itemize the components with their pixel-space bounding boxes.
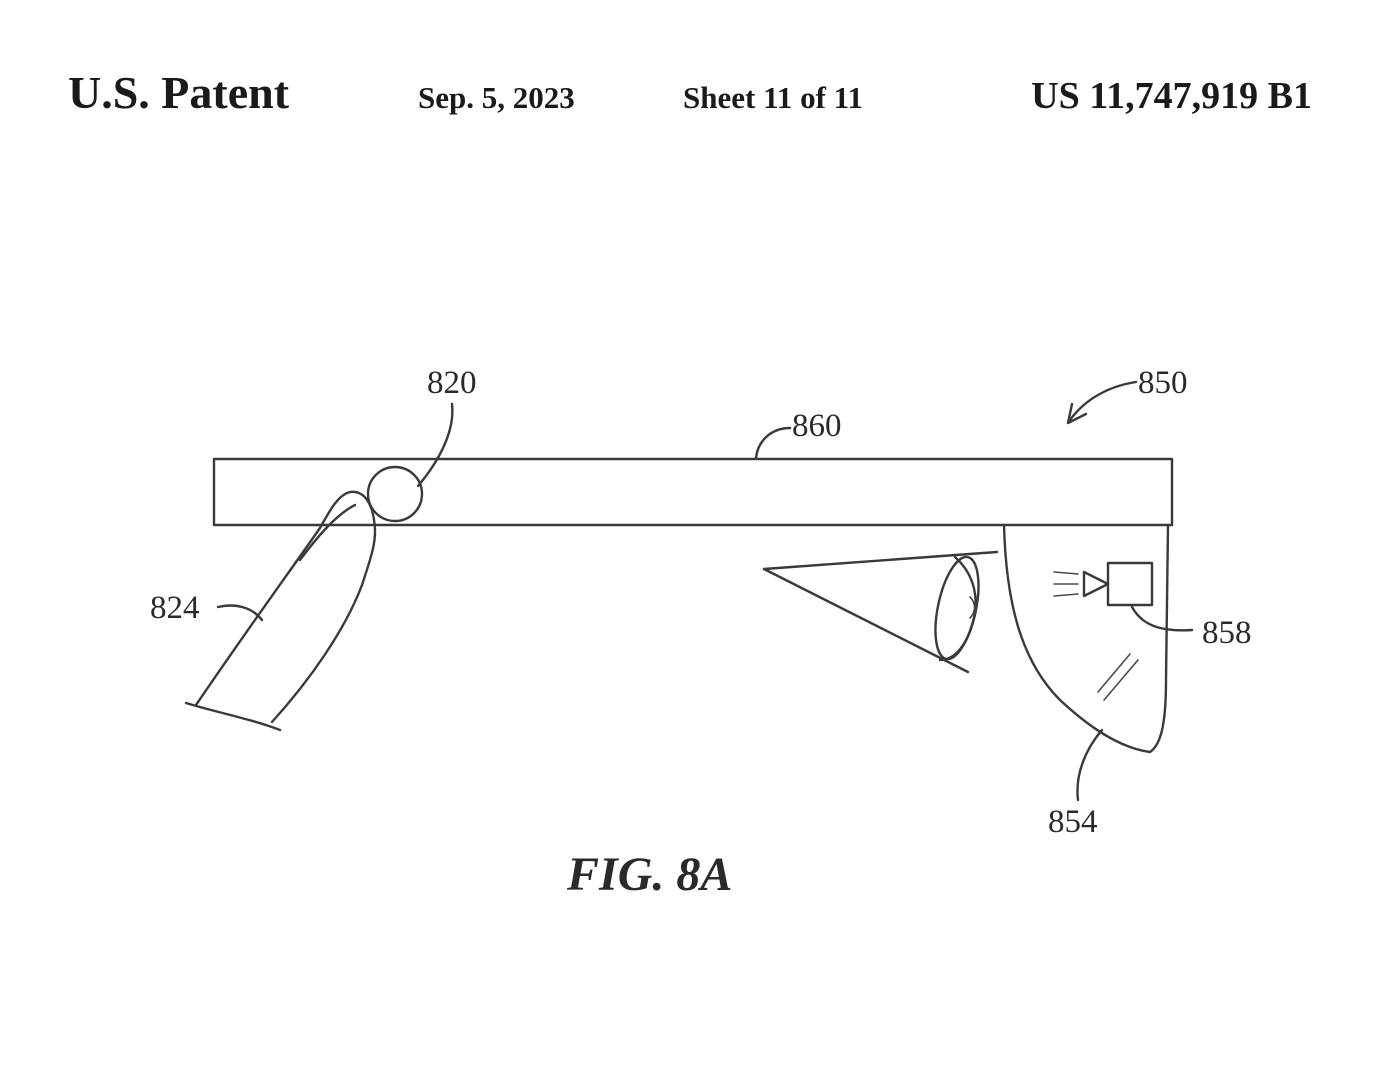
- figure-caption: FIG. 8A: [566, 848, 732, 901]
- arrow-850: [1066, 380, 1138, 425]
- ref-854: 854: [1048, 804, 1098, 840]
- leader-854: [1076, 728, 1104, 802]
- patent-title: U.S. Patent: [68, 67, 290, 118]
- ref-850: 850: [1138, 365, 1188, 401]
- lens-drawing: [1002, 523, 1170, 754]
- frame-bar: [212, 457, 1174, 527]
- patent-date: Sep. 5, 2023: [418, 80, 575, 115]
- leader-820: [416, 402, 454, 488]
- ref-858: 858: [1202, 615, 1252, 651]
- ref-820: 820: [427, 365, 477, 401]
- leader-858: [1130, 605, 1194, 632]
- projector-drawing: [1053, 561, 1154, 607]
- patent-number: US 11,747,919 B1: [1031, 75, 1312, 117]
- ref-824: 824: [150, 590, 200, 626]
- eye-drawing: [762, 550, 999, 674]
- sensor-circle: [366, 465, 424, 523]
- ref-860: 860: [792, 408, 842, 444]
- leader-860: [754, 426, 792, 460]
- leader-824: [216, 604, 264, 622]
- sheet-indicator: Sheet 11 of 11: [683, 80, 863, 115]
- finger-drawing: [184, 490, 377, 732]
